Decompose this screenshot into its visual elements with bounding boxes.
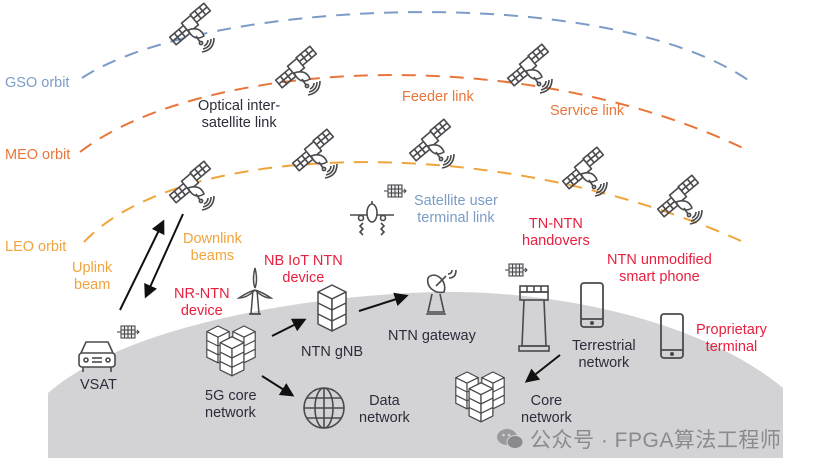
cell-tower-icon	[518, 285, 550, 352]
satellite-user-terminal-link-label: Satellite user terminal link	[414, 193, 498, 227]
sat-user-line2: terminal link	[417, 210, 495, 226]
uplink-line2: beam	[74, 277, 111, 293]
earth-ground	[48, 291, 783, 458]
optical-isl-label: Optical inter- satellite link	[198, 98, 280, 132]
leo-orbit-label: LEO orbit	[5, 239, 67, 255]
smartphone-line1: NTN unmodified	[607, 252, 712, 268]
satellite-icon	[166, 2, 215, 53]
uplink-arrow	[119, 219, 165, 311]
feeder-link-label: Feeder link	[402, 89, 474, 105]
solar-panel-icon	[116, 325, 140, 339]
core-to-gnb-arrow	[271, 318, 307, 337]
satellite-icon	[166, 160, 215, 211]
downlink-beams-label: Downlink beams	[183, 231, 242, 265]
optical-isl-line1: Optical inter-	[198, 98, 281, 114]
proprietary-line1: Proprietary	[696, 322, 767, 338]
downlink-line2: beams	[190, 248, 235, 264]
nr-ntn-device-label: NR-NTN device	[174, 286, 230, 320]
airplane-icon	[350, 201, 394, 236]
satellite-icon	[406, 118, 455, 169]
core-to-data-arrow	[261, 375, 295, 397]
car-icon	[78, 341, 116, 372]
ntn-gnb-label: NTN gNB	[301, 344, 364, 360]
globe-icon	[303, 387, 345, 429]
5g-core-line2: network	[205, 405, 256, 421]
satellite-icon	[289, 128, 338, 179]
proprietary-terminal-label: Proprietary terminal	[696, 322, 767, 356]
nb-iot-ntn-device-label: NB IoT NTN device	[264, 253, 343, 287]
tn-ntn-line2: handovers	[522, 233, 590, 249]
ntn-gateway-label: NTN gateway	[388, 328, 476, 344]
data-network-line1: Data	[369, 393, 400, 409]
core-network-line1: Core	[530, 393, 563, 409]
downlink-arrow	[144, 213, 184, 299]
leo-orbit-path	[83, 161, 751, 246]
meo-orbit-path	[79, 74, 748, 153]
ntn-unmodified-smartphone-label: NTN unmodified smart phone	[607, 252, 712, 286]
core-network-line2: network	[521, 410, 572, 426]
5g-core-line1: 5G core	[205, 388, 257, 404]
gso-orbit-path	[81, 11, 749, 81]
wechat-icon	[497, 429, 524, 449]
wind-turbine-icon	[236, 267, 274, 315]
smartphone-line2: smart phone	[619, 269, 700, 285]
nb-iot-line1: NB IoT NTN	[264, 253, 343, 269]
terrestrial-line2: network	[578, 355, 630, 371]
optical-isl-line2: satellite link	[201, 115, 277, 131]
service-link-label: Service link	[550, 103, 625, 119]
terrestrial-network-label: Terrestrial network	[572, 338, 636, 372]
solar-panel-icon	[504, 263, 528, 277]
gnb-to-gateway-arrow	[358, 292, 409, 312]
terrestrial-to-core-arrow	[524, 354, 561, 383]
downlink-line1: Downlink	[183, 231, 242, 247]
tn-ntn-line1: TN-NTN	[528, 216, 583, 232]
5g-core-network-label: 5G core network	[205, 388, 257, 422]
sat-user-line1: Satellite user	[414, 193, 498, 209]
nb-iot-line2: device	[282, 270, 325, 286]
proprietary-line2: terminal	[705, 339, 758, 355]
data-network-label: Data network	[359, 393, 410, 427]
nr-ntn-line2: device	[180, 303, 223, 319]
meo-orbit-label: MEO orbit	[5, 147, 71, 163]
nr-ntn-line1: NR-NTN	[174, 286, 230, 302]
watermark-text: 公众号 · FPGA算法工程师	[530, 429, 782, 452]
tn-ntn-handovers-label: TN-NTN handovers	[522, 216, 590, 250]
uplink-beam-label: Uplink beam	[72, 260, 112, 294]
satellite-dish-icon	[426, 269, 457, 315]
data-network-line2: network	[359, 410, 410, 426]
watermark: 公众号 · FPGA算法工程师	[496, 424, 781, 454]
satellite-icon	[272, 45, 321, 96]
gso-orbit-label: GSO orbit	[5, 75, 70, 91]
vsat-label: VSAT	[80, 377, 117, 393]
uplink-line1: Uplink	[72, 260, 113, 276]
ntn-gnb-server-icon	[317, 284, 347, 332]
satellite-icon	[559, 146, 608, 197]
core-network-label: Core network	[521, 393, 572, 427]
solar-panel-icon	[383, 184, 407, 198]
terrestrial-line1: Terrestrial	[572, 338, 636, 354]
satellite-icon	[654, 174, 703, 225]
